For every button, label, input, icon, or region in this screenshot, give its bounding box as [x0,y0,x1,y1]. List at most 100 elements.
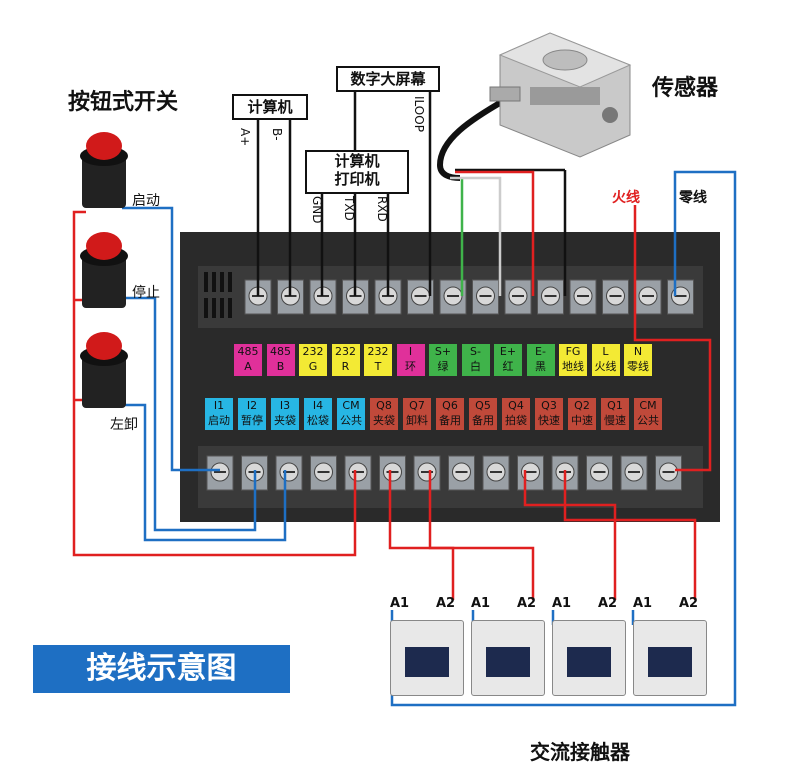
top-terminal-desc: B [276,360,285,373]
top-terminal-code: L [602,345,609,358]
bottom-terminal-cell: I1 启动 [205,398,233,430]
top-terminal-code: 232 [367,345,389,358]
bottom-terminal-code: CM [342,399,360,412]
contactor-unit [552,620,626,696]
vents [204,272,232,318]
bottom-terminal-cell: Q1 慢速 [601,398,629,430]
contactor-panel [648,647,692,677]
bottom-terminal-desc: 夹袋 [274,414,296,427]
bottom-terminal-code: I4 [312,399,324,412]
top-terminal-cell: S+绿 [429,344,457,376]
contactor-terminal-label: A2 [517,596,537,611]
bottom-terminal-desc: 夹袋 [373,414,395,427]
top-terminal-desc: G [308,360,318,373]
neutral-wire-label: 零线 [679,190,707,206]
bottom-terminal-desc: 中速 [571,414,593,427]
bottom-terminal-code: Q6 [442,399,458,412]
contactor-unit [633,620,707,696]
sensor-label: 传感器 [652,76,719,101]
bottom-terminal-cell: Q6 备用 [436,398,464,430]
big-screen-label: 数字大屏幕 [336,66,440,92]
top-terminal-cell: E-黑 [526,344,555,376]
computer-printer-line2: 打印机 [334,170,380,188]
contactor-terminal-label: A1 [552,596,572,611]
wire-label-gnd: GND [310,196,324,224]
neutral-wire [390,170,737,707]
top-terminal-cell: E+ 红 [494,344,522,376]
bottom-terminal-desc: 启动 [208,414,230,427]
bottom-terminal-code: Q7 [409,399,425,412]
top-terminal-desc: 环 [405,360,416,373]
contactor-terminal-label: A2 [679,596,699,611]
top-terminal-desc: 火线 [594,360,617,373]
start-button-label: 启动 [132,193,160,209]
top-terminal-desc: 黑 [535,360,546,373]
top-terminal-code: E+ [499,345,517,358]
top-terminal-code: S+ [434,345,452,358]
bottom-terminal-desc: 松袋 [307,414,329,427]
unload-button-graphic [80,332,128,408]
bottom-terminal-cell: Q7 卸料 [403,398,431,430]
bottom-terminal-desc: 备用 [439,414,461,427]
contactor-terminal-label: A1 [471,596,491,611]
bottom-terminal-desc: 快速 [538,414,560,427]
computer-printer-label: 计算机 打印机 [305,150,409,194]
wire-label-txd: TXD [342,196,356,221]
bottom-terminal-desc: 慢速 [604,414,626,427]
live-wire [633,205,712,472]
top-terminal-code: FG [565,345,581,358]
contactor-terminal-label: A1 [633,596,653,611]
wire-label-rxd: RXD [375,196,389,222]
contactor-red-wires [388,470,697,600]
top-terminal-code: I [408,345,413,358]
load-cell-sensor-image [489,32,632,158]
top-terminal-desc: T [374,360,382,373]
computer-printer-line1: 计算机 [334,152,380,170]
top-terminal-code: 232 [335,345,356,358]
bottom-terminal-code: Q4 [508,399,524,412]
wiring-diagram-title: 接线示意图 [33,645,290,693]
top-terminal-code: 232 [302,345,324,358]
bottom-terminal-cell: Q8 夹袋 [370,398,398,430]
top-terminal-desc: 白 [470,360,481,373]
wire-label-iloop: ILOOP [412,96,426,132]
top-terminal-cell: S- 白 [461,344,490,376]
bottom-terminal-desc: 公共 [637,414,659,427]
bottom-terminal-cell: Q3 快速 [535,398,563,430]
push-buttons [80,132,128,408]
top-terminal-desc: R [341,360,350,373]
button-switch-label: 按钮式开关 [68,90,179,115]
top-terminal-desc: 红 [502,360,514,373]
contactor-terminal-label: A1 [390,596,410,611]
top-terminal-cell: L 火线 [591,344,620,376]
top-terminal-code: N [633,345,643,358]
top-terminal-code: S- [470,345,481,358]
top-terminal-desc: A [244,360,252,373]
bottom-terminal-code: Q1 [607,399,623,412]
bottom-terminal-code: Q8 [376,399,392,412]
stop-button-label: 停止 [132,285,160,301]
top-terminal-code: 485 [237,345,259,358]
bottom-terminal-code: Q3 [541,399,557,412]
contactor-label: 交流接触器 [530,740,630,764]
black-signal-wires [256,87,567,296]
wire-label-a-plus: A+ [238,128,252,147]
bottom-terminal-code: I1 [213,399,225,412]
bottom-terminal-desc: 卸料 [406,414,428,427]
contactor-terminal-label: A2 [598,596,618,611]
contactor-unit [390,620,464,696]
contactor-panel [486,647,530,677]
wire-label-b-minus: B- [270,128,284,141]
